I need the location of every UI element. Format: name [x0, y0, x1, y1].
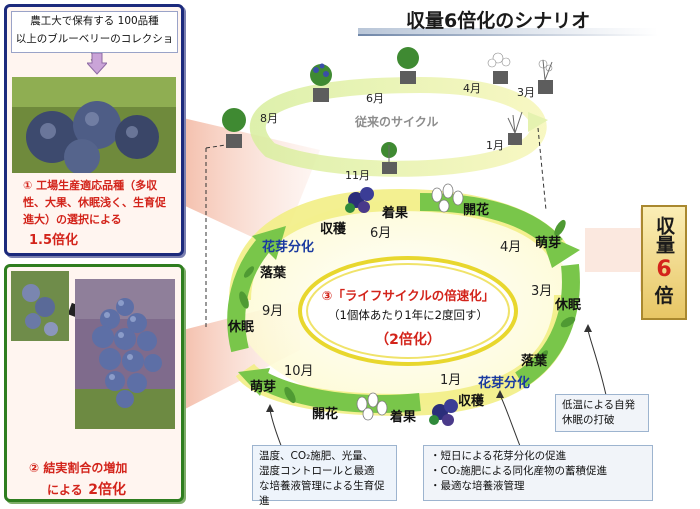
- accelerated-month: 10月: [284, 364, 314, 379]
- callout-growth-promotion: 温度、CO₂施肥、光量、 湿度コントロールと最適 な培養液管理による生育促進: [252, 445, 397, 507]
- leader-right: [587, 329, 607, 396]
- callout-dormancy-break: 低温による自発 休眠の打破: [555, 394, 649, 432]
- center-number: ③: [321, 288, 333, 303]
- callout-flower-differentiation: ・短日による花芽分化の促進 ・CO₂施肥による同化産物の蓄積促進 ・最適な培養液…: [423, 445, 653, 501]
- callout-line: 低温による自発: [562, 399, 636, 411]
- leader-middle-head: [496, 390, 504, 398]
- variety-header: 農工大で保有する 100品種 以上のブルーベリーのコレクション: [11, 11, 178, 63]
- accelerated-month: 6月: [370, 226, 392, 241]
- green-arrow-right: [514, 264, 580, 388]
- callout-line: ・最適な培養液管理: [430, 480, 525, 492]
- stage-label: 落葉: [260, 266, 287, 281]
- stage-label: 開花: [463, 203, 490, 218]
- stage-label: 花芽分化: [262, 240, 315, 255]
- stage-label: 着果: [390, 410, 417, 425]
- callout-line: ・短日による花芽分化の促進: [430, 450, 567, 462]
- stage-label: 萌芽: [535, 236, 562, 251]
- leader-right-head: [584, 324, 592, 332]
- fruit-set-factor-line: による 2倍化: [47, 479, 126, 499]
- stage-label: 収穫: [458, 394, 485, 409]
- stage-label: 花芽分化: [478, 376, 531, 391]
- flower-photo: [11, 271, 69, 341]
- accelerated-month: 4月: [500, 240, 522, 255]
- stage-label: 収穫: [320, 222, 347, 237]
- green-arrowhead-top: [540, 232, 580, 268]
- accelerated-month: 9月: [262, 304, 284, 319]
- result-box: 収量 6 倍: [641, 205, 687, 320]
- fruit-photo: [75, 279, 175, 429]
- stage-label: 開花: [312, 407, 339, 422]
- leader-left: [269, 409, 283, 449]
- conventional-month: 11月: [345, 169, 370, 182]
- callout-line: ・CO₂施肥による同化産物の蓄積促進: [430, 465, 607, 477]
- stage-label: 休眠: [228, 320, 255, 335]
- callout-line: 休眠の打破: [562, 414, 615, 426]
- green-arrowhead-left: [252, 226, 286, 260]
- accelerated-month: 3月: [531, 284, 553, 299]
- stage-label: 休眠: [555, 298, 582, 313]
- variety-panel: 農工大で保有する 100品種 以上のブルーベリーのコレクション ① 工場生産適応…: [4, 4, 184, 256]
- green-arrowhead-bottom: [238, 368, 270, 396]
- page-title: 収量6倍化のシナリオ: [406, 10, 591, 32]
- leader-middle: [499, 394, 521, 447]
- green-arrow-left: [227, 233, 275, 353]
- fruit-set-factor: 2倍化: [88, 482, 126, 498]
- result-line3: 倍: [654, 285, 674, 307]
- blueberry-cluster-icon: [429, 399, 458, 426]
- center-text: ③「ライフサイクルの倍速化」 （1個体あたり1年に2度回す） （2倍化）: [300, 285, 516, 349]
- result-line2: 6: [656, 257, 672, 282]
- blueberry-photo: [12, 77, 176, 173]
- conventional-month: 6月: [366, 92, 384, 105]
- variety-header-line1: 農工大で保有する 100品種: [30, 15, 159, 27]
- title-bar: 収量6倍化のシナリオ: [358, 6, 678, 36]
- conventional-cycle-arrowhead: [528, 112, 548, 132]
- callout-line: 湿度コントロールと最適: [259, 465, 375, 477]
- conventional-month: 1月: [486, 139, 504, 152]
- stage-label: 着果: [382, 206, 409, 221]
- stage-label: 萌芽: [250, 380, 277, 395]
- callout-line: 温度、CO₂施肥、光量、: [259, 450, 374, 462]
- center-factor: （2倍化）: [375, 332, 441, 348]
- conventional-month: 4月: [463, 82, 481, 95]
- flower-icon: [356, 392, 388, 421]
- accelerated-month: 1月: [440, 373, 462, 388]
- potted-plant-icon: [226, 71, 553, 174]
- variety-factor: 1.5倍化: [29, 233, 79, 248]
- variety-caption: ① 工場生産適応品種（多収性、大果、休眠浅く、生育促進大）の選択による: [23, 179, 166, 226]
- center-subtitle: （1個体あたり1年に2度回す）: [328, 308, 488, 322]
- leader-left-head: [266, 404, 274, 412]
- stage-label: 落葉: [521, 354, 548, 369]
- fruit-set-caption: ② 結実割合の増加: [29, 461, 128, 475]
- callout-line: な培養液管理による生育促進: [259, 480, 385, 507]
- center-ring-inner: [306, 263, 510, 359]
- center-title: 「ライフサイクルの倍速化」: [332, 288, 495, 303]
- fruit-set-panel: ② 結実割合の増加 による 2倍化: [4, 264, 184, 502]
- conventional-cycle-label: 従来のサイクル: [355, 115, 439, 129]
- conventional-month: 8月: [260, 112, 278, 125]
- flower-icon: [431, 183, 464, 213]
- result-line1: 収量: [653, 216, 675, 254]
- conventional-month: 3月: [517, 86, 535, 99]
- blueberry-cluster-icon: [345, 187, 374, 213]
- down-arrow-icon: [87, 53, 107, 75]
- green-arrow-bottom: [257, 371, 421, 413]
- leaf-icon: [239, 219, 576, 404]
- fruit-set-factor-prefix: による: [47, 483, 83, 497]
